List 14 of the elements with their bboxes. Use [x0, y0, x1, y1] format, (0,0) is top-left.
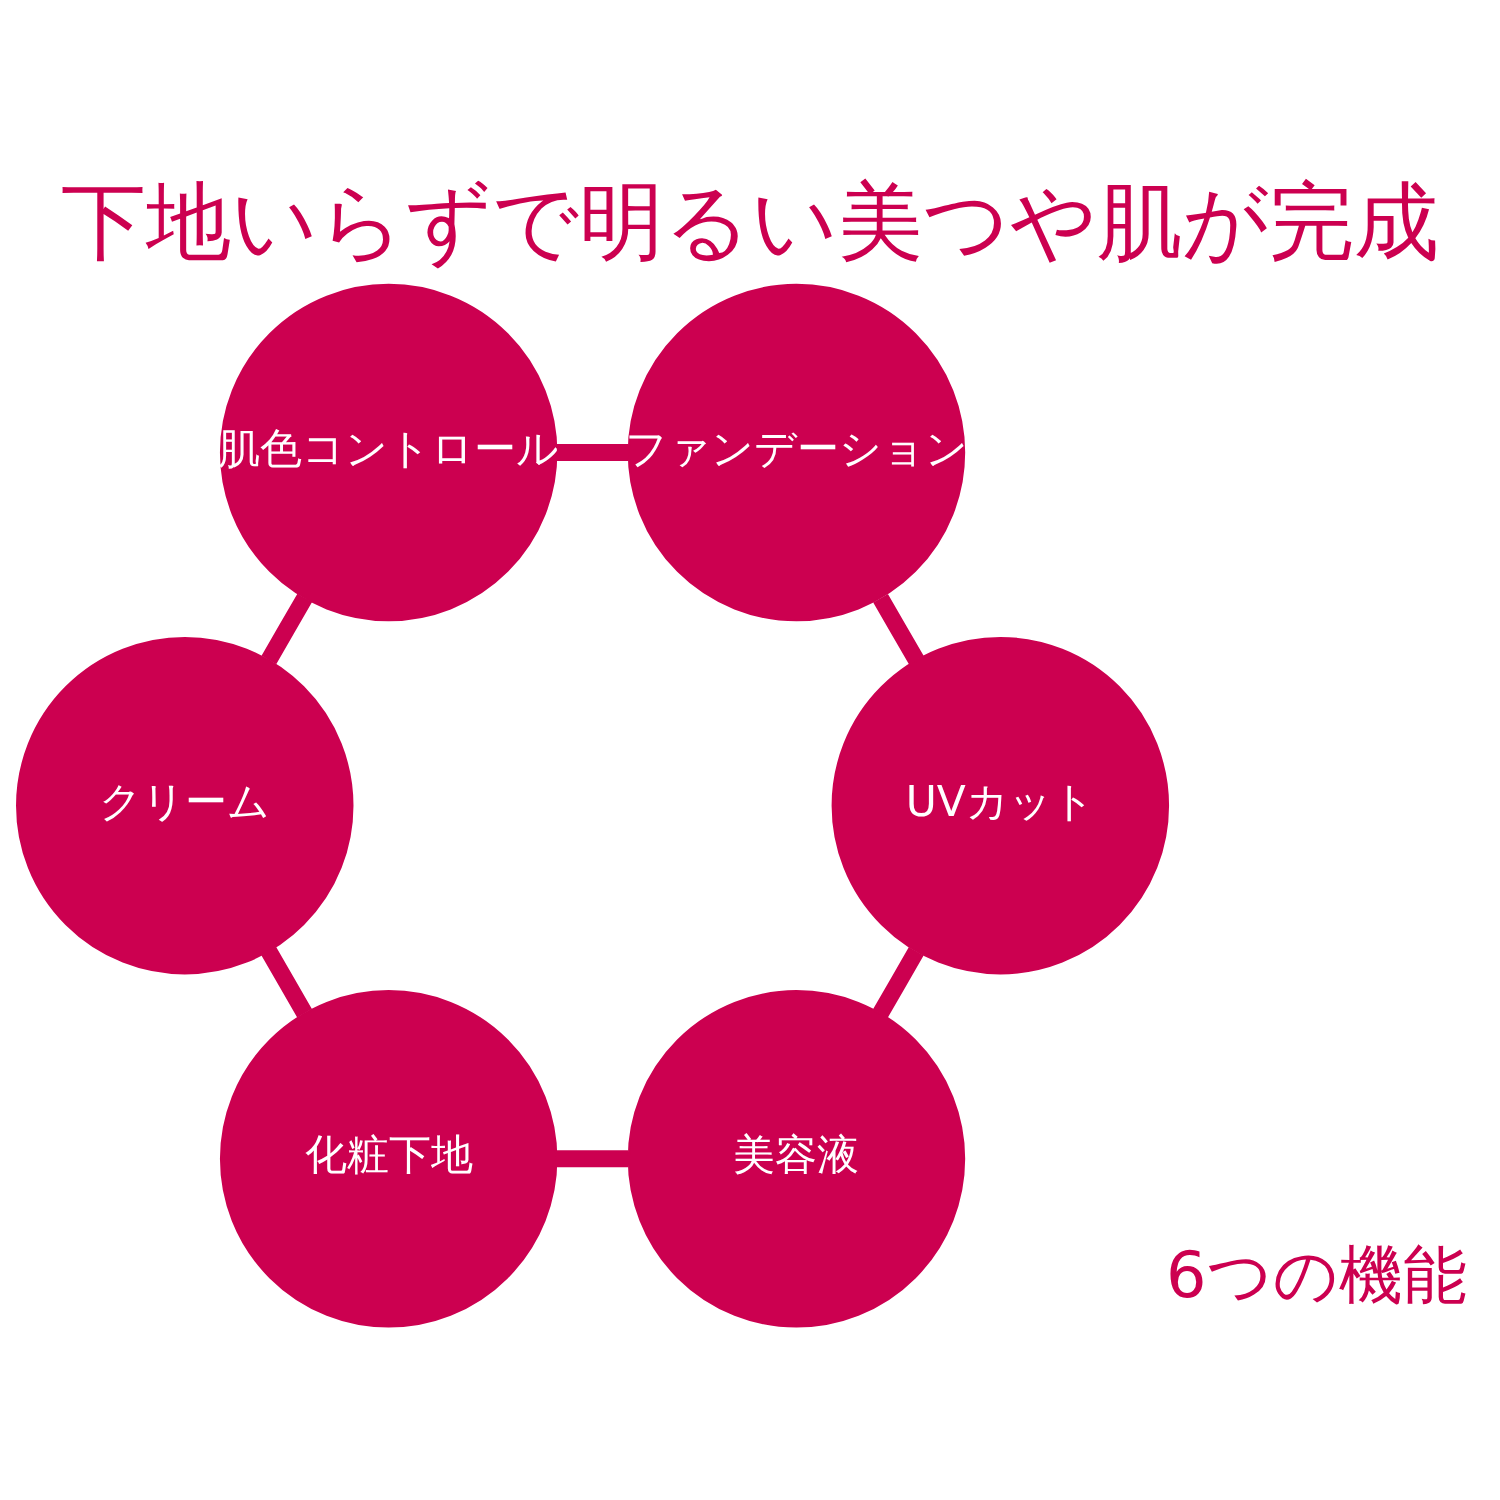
connector [261, 593, 313, 664]
node-circle: 肌色コントロール [219, 283, 558, 621]
diagram-title: 下地いらずで明るい美つや肌が完成 [61, 171, 1440, 271]
connector [556, 443, 629, 461]
node-circle: 化粧下地 [219, 989, 558, 1328]
node-circle: 美容液 [627, 989, 966, 1328]
connector [873, 946, 924, 1018]
connector [556, 1149, 629, 1167]
label: 6つの機能 [1166, 1237, 1467, 1312]
connector [261, 946, 312, 1017]
node-circle: UVカット [831, 636, 1170, 974]
connector [873, 593, 924, 665]
node-circle: クリーム [16, 636, 354, 974]
node-circle: ファンデーション [627, 283, 966, 621]
